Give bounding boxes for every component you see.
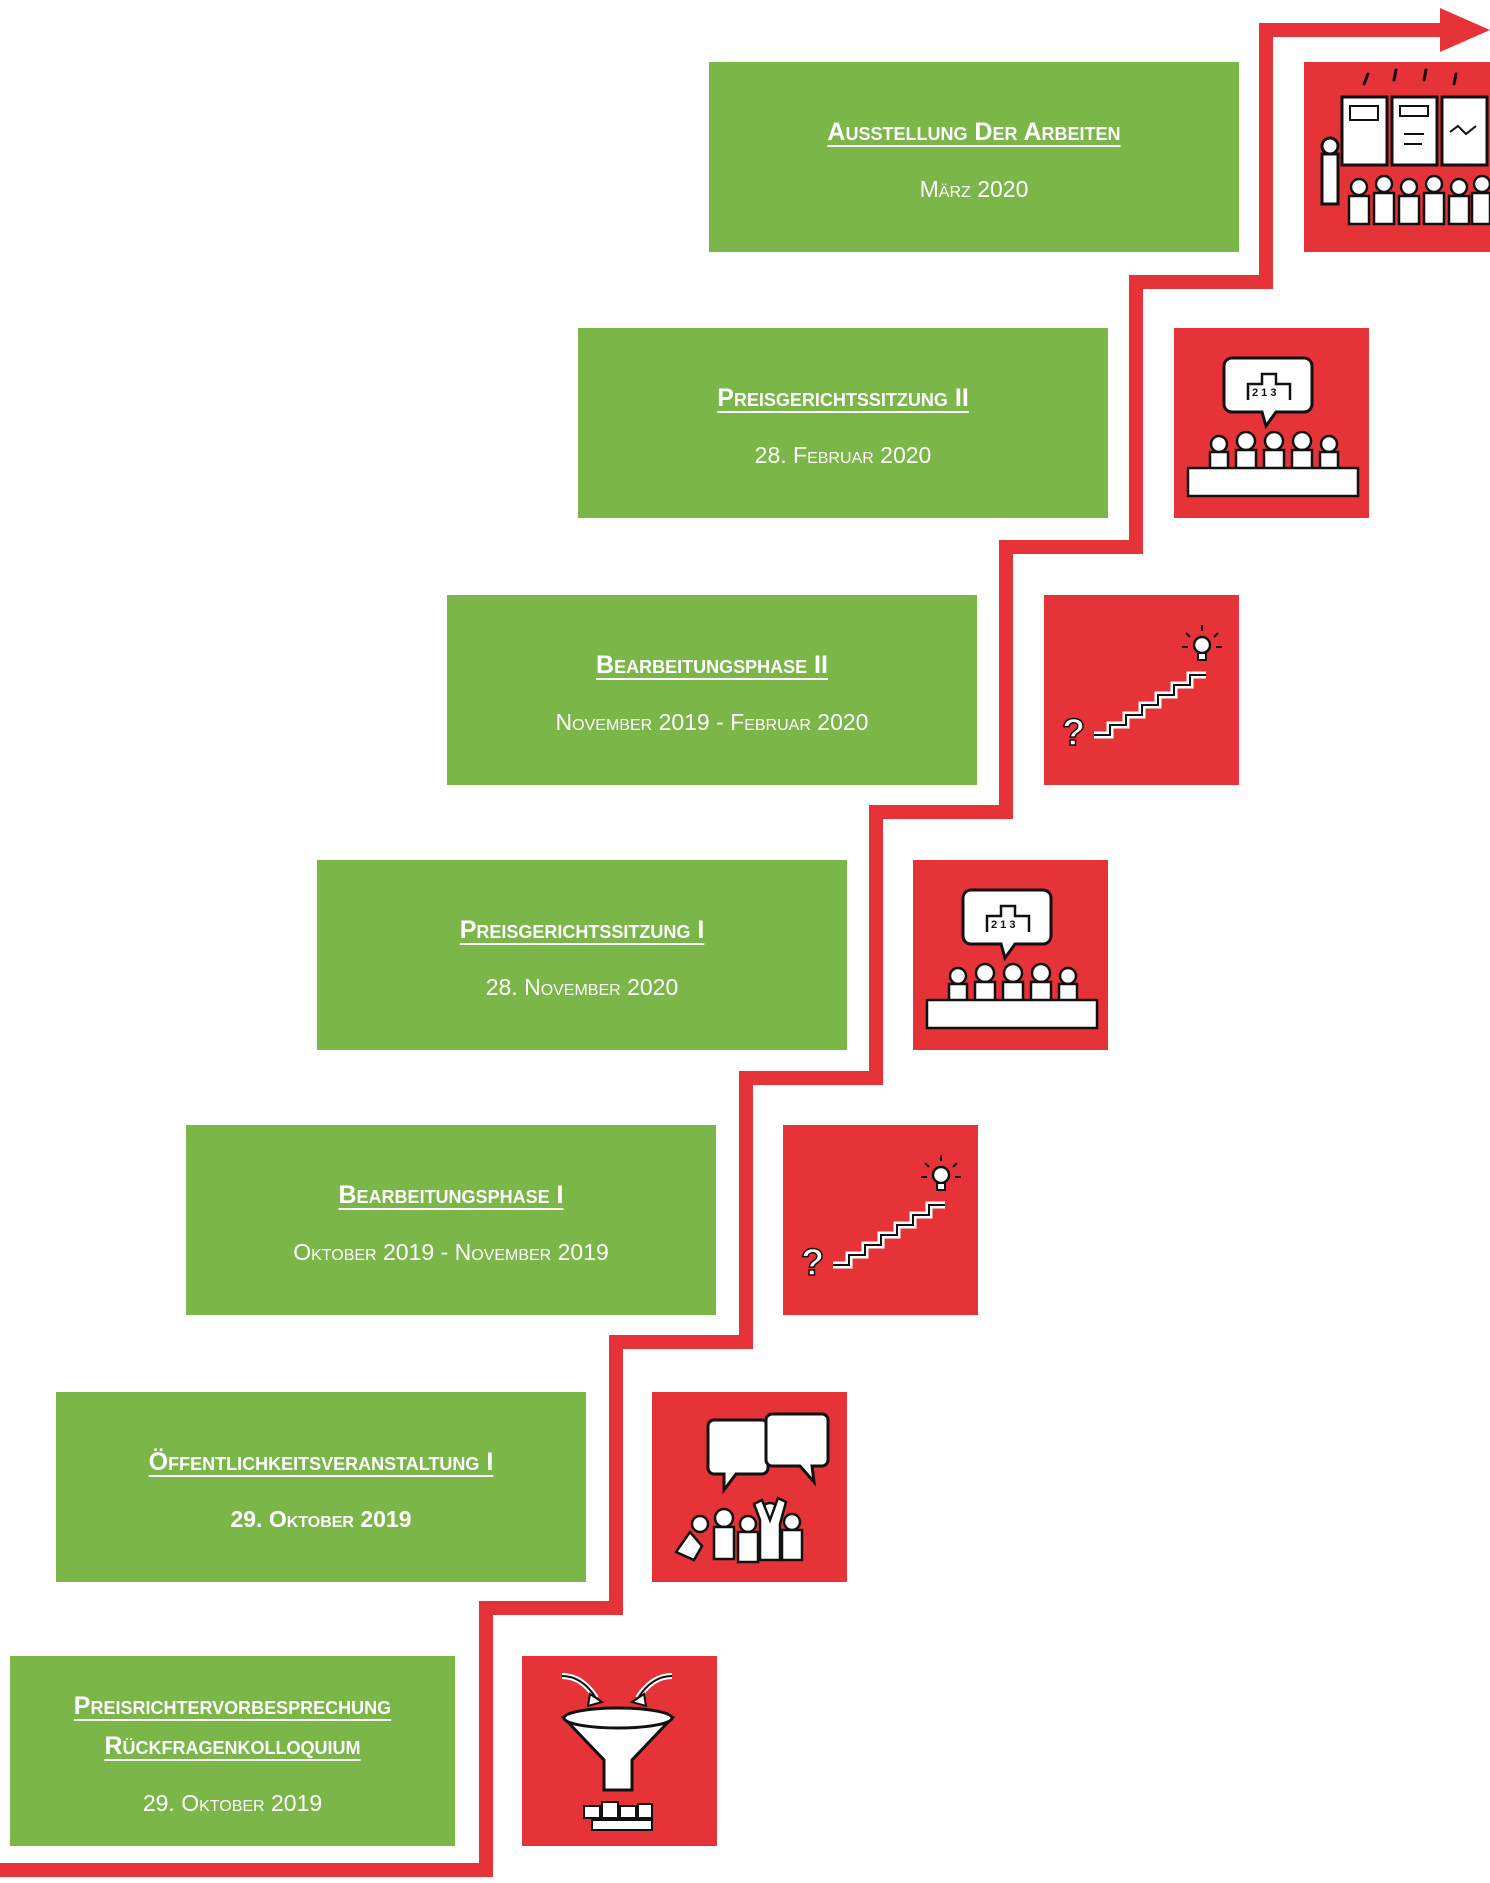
step-title: Preisgerichtssitzung I: [459, 915, 705, 944]
step-card-exhibition: Ausstellung Der Arbeiten März 2020: [709, 62, 1239, 252]
step-date: 28. Februar 2020: [754, 441, 932, 468]
step-card-phase-1: Bearbeitungsphase I Oktober 2019 - Novem…: [186, 1125, 716, 1315]
step-title: Öffentlichkeitsveranstaltung I: [148, 1447, 494, 1476]
step-title: Bearbeitungsphase I: [338, 1180, 564, 1209]
step-date: Oktober 2019 - November 2019: [293, 1238, 609, 1265]
step-date: November 2019 - Februar 2020: [555, 708, 869, 735]
step-date: 28. November 2020: [485, 973, 679, 1000]
step-date: 29. Oktober 2019: [230, 1505, 412, 1532]
public-event-icon: [652, 1392, 847, 1582]
step-title-line-1: Preisrichtervorbesprechung: [73, 1691, 392, 1720]
step-title-line-2: Rückfragenkolloquium: [104, 1731, 361, 1760]
step-card-jury-1: Preisgerichtssitzung I 28. November 2020: [317, 860, 847, 1050]
step-card-pre-briefing: Preisrichtervorbesprechung Rückfragenkol…: [10, 1656, 455, 1846]
step-title: Ausstellung Der Arbeiten: [827, 117, 1121, 146]
arrow-head-icon: [1440, 8, 1490, 52]
stairs-idea-icon: ?: [1044, 595, 1239, 785]
svg-text:2 1 3: 2 1 3: [1252, 387, 1276, 399]
svg-text:?: ?: [801, 1242, 824, 1284]
exhibition-icon: [1304, 62, 1490, 252]
jury-icon: 2 1 3: [913, 860, 1108, 1050]
svg-text:2 1 3: 2 1 3: [991, 919, 1015, 931]
stairs-idea-icon: ?: [783, 1125, 978, 1315]
funnel-icon: [522, 1656, 717, 1846]
step-title: Preisgerichtssitzung II: [717, 383, 969, 412]
step-card-phase-2: Bearbeitungsphase II November 2019 - Feb…: [447, 595, 977, 785]
step-title: Bearbeitungsphase II: [596, 650, 828, 679]
svg-text:?: ?: [1062, 712, 1085, 754]
step-date: März 2020: [919, 175, 1029, 202]
step-card-public-event: Öffentlichkeitsveranstaltung I 29. Oktob…: [56, 1392, 586, 1582]
step-date: 29. Oktober 2019: [142, 1789, 323, 1816]
jury-icon: 2 1 3: [1174, 328, 1369, 518]
step-card-jury-2: Preisgerichtssitzung II 28. Februar 2020: [578, 328, 1108, 518]
staircase-line: [0, 23, 1440, 1877]
